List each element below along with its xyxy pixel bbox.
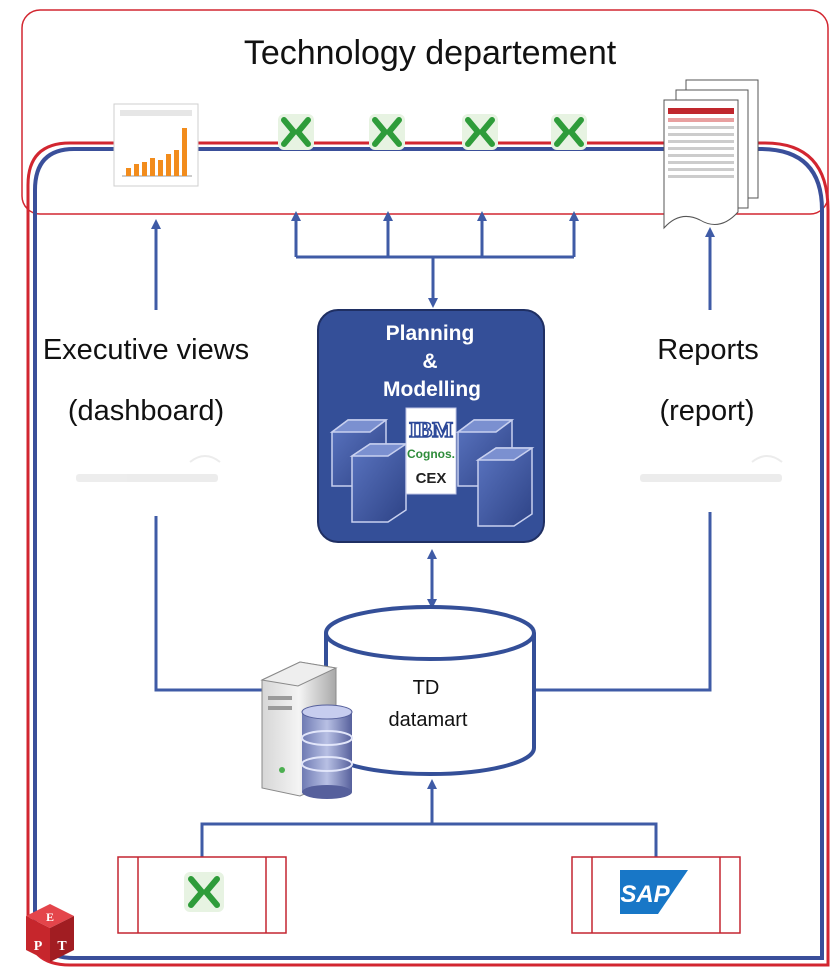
sap-logo-text: SAP [620, 881, 670, 908]
ept-letter-e: E [46, 910, 54, 924]
executive-views-label: Executive views [43, 334, 249, 366]
excel-icon [278, 114, 314, 150]
cognos-logo-text: Cognos. [407, 447, 455, 461]
dashboard-label: (dashboard) [68, 395, 224, 427]
olap-cube-icon [455, 419, 535, 527]
report-label: (report) [659, 395, 754, 427]
source-feed-arrows [200, 779, 658, 858]
ibm-cognos-logo: IBM Cognos. CEX [405, 407, 457, 495]
ept-letter-t: T [57, 939, 67, 954]
sap-logo: SAP [620, 870, 688, 914]
ept-corner-logo: E P T [26, 904, 74, 962]
excel-icon [369, 114, 405, 150]
ampersand-label: & [422, 350, 437, 373]
planning-label: Planning [386, 322, 475, 345]
excel-icon [184, 872, 224, 912]
cex-label: CEX [416, 470, 447, 487]
reports-flow [532, 227, 715, 692]
faded-bo-logo [640, 455, 783, 482]
diagram-title: Technology departement [244, 34, 617, 72]
faded-bo-logo [76, 455, 221, 482]
datamart-cylinder [324, 605, 536, 776]
modelling-label: Modelling [383, 378, 481, 401]
dashboard-chart-icon [113, 103, 199, 187]
server-database-icon [260, 661, 353, 799]
executive-views-flow [151, 219, 264, 692]
reports-label: Reports [657, 334, 759, 366]
datamart-td-label: TD [413, 677, 440, 699]
datamart-label: datamart [389, 709, 468, 731]
ibm-logo-text: IBM [409, 417, 453, 442]
olap-cube-icon [329, 419, 409, 523]
report-stack-icon [663, 79, 759, 230]
ept-letter-p: P [34, 939, 43, 954]
excel-icon [551, 114, 587, 150]
excel-icon [462, 114, 498, 150]
top-distribution-arrows [291, 211, 579, 308]
